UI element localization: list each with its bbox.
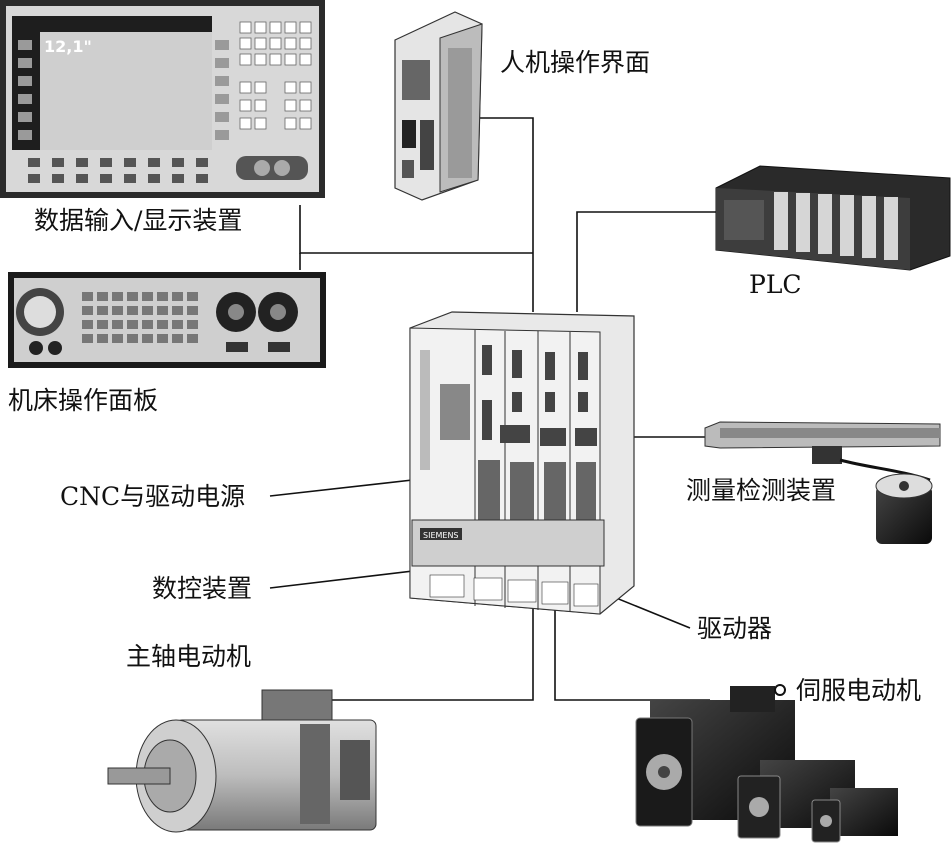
data-input-display-device: 12,1": [0, 0, 325, 198]
hmi-unit: [394, 11, 483, 201]
display-softkeys: [18, 40, 229, 140]
spindle-motor: [107, 689, 377, 833]
label-spindle-motor: 主轴电动机: [126, 642, 252, 671]
keypad: [239, 21, 312, 130]
brand-text: SIEMENS: [423, 531, 459, 540]
label-hmi: 人机操作界面: [500, 48, 651, 77]
label-plc: PLC: [749, 270, 802, 299]
label-driver: 驱动器: [697, 614, 773, 643]
measuring-device: [704, 421, 941, 544]
panel-buttons: [82, 292, 198, 343]
label-cnc-drive: CNC与驱动电源: [60, 482, 246, 511]
plc-modules: [774, 192, 898, 260]
label-nc-device: 数控装置: [152, 574, 253, 603]
bottom-softkeys: [28, 158, 208, 183]
plc-unit: [715, 165, 951, 271]
cabinet-terminals: [478, 460, 596, 520]
cnc-drive-cabinet: SIEMENS: [409, 311, 635, 615]
label-measuring: 测量检测装置: [686, 476, 837, 505]
label-servo-motor: 伺服电动机: [796, 676, 922, 705]
servo-motors: [635, 684, 898, 843]
cursor-keys: [236, 156, 308, 180]
label-data-io: 数据输入/显示装置: [34, 206, 243, 235]
machine-operation-panel: [8, 272, 326, 368]
cabinet-connectors: [482, 345, 597, 446]
screen-size-text: 12,1": [44, 37, 92, 56]
label-machine-panel: 机床操作面板: [8, 386, 159, 415]
display-screen: [40, 32, 212, 150]
